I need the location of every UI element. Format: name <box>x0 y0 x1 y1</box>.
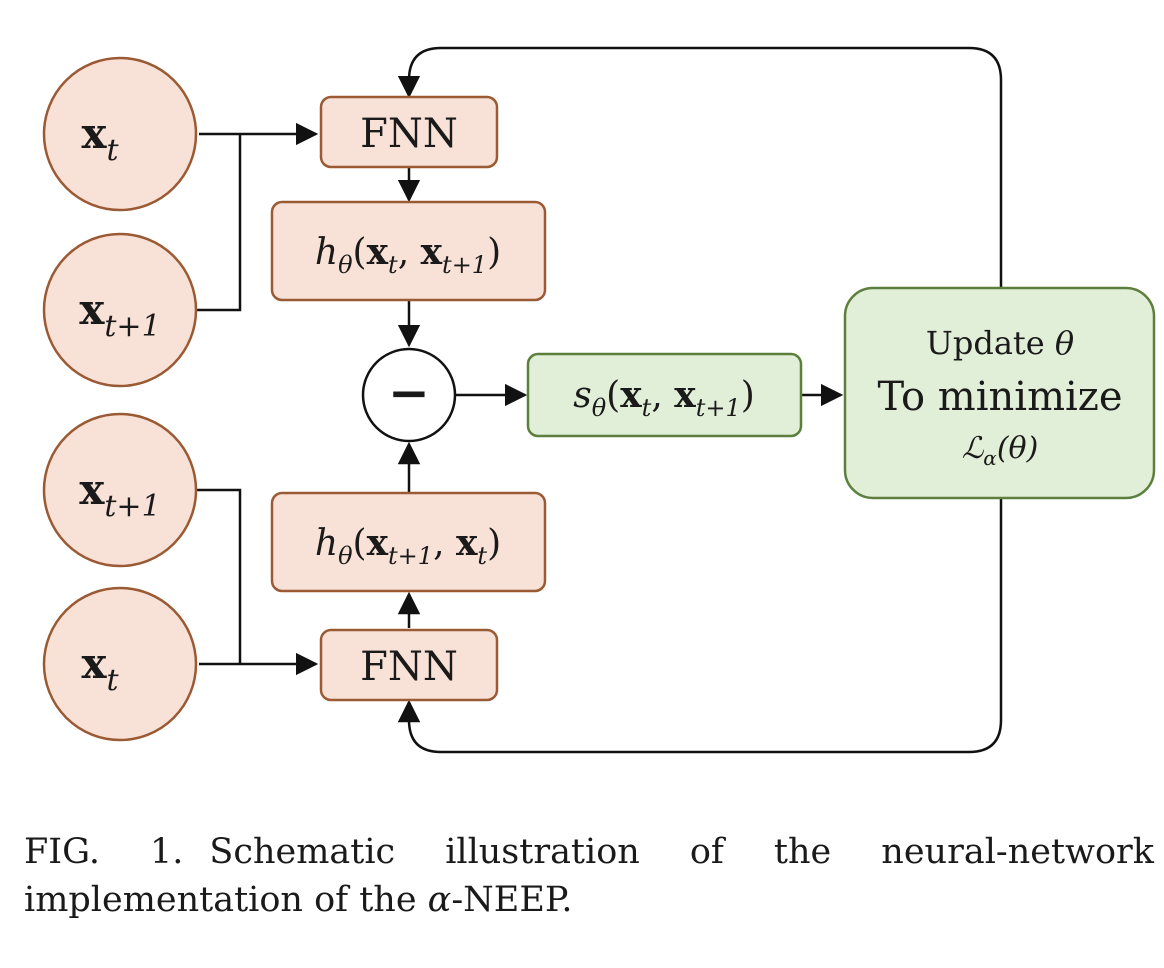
open: ( <box>353 232 367 273</box>
arg-b-sub: t <box>477 542 487 570</box>
arg-a-sub: t+1 <box>388 542 433 570</box>
minimize-line: To minimize <box>877 374 1122 420</box>
fnn-label: FNN <box>360 111 458 157</box>
symbol: x <box>81 639 107 688</box>
input-node-top-xt1: xt+1 <box>42 232 198 388</box>
loss-line: ℒα(θ) <box>962 431 1039 470</box>
edge-bottom-xt1-join <box>197 488 242 664</box>
symbol: x <box>81 109 107 158</box>
edge-feedback-top <box>397 46 1003 287</box>
update-box: Update θ To minimize ℒα(θ) <box>843 286 1156 500</box>
svg-text:xt: xt <box>81 639 119 698</box>
comma: , <box>651 375 674 416</box>
diagram: xt xt+1 xt+1 xt FNN hθ(xt, xt+1) − <box>42 46 1156 754</box>
caption-label: FIG. 1. <box>24 832 184 872</box>
arg-b-sub: t+1 <box>442 251 487 279</box>
input-node-bottom-xt: xt <box>42 586 198 742</box>
fnn-label: FNN <box>360 644 458 690</box>
svg-text:sθ(xt, xt+1): sθ(xt, xt+1) <box>573 374 755 422</box>
fn: h <box>315 523 338 564</box>
svg-text:xt+1: xt+1 <box>79 465 160 524</box>
symbol: x <box>79 285 105 334</box>
loss-subscript: α <box>983 446 997 470</box>
minus-sign: − <box>388 363 430 422</box>
edge-feedback-bottom <box>397 498 1003 754</box>
fnn-box-top: FNN <box>319 95 499 169</box>
minus-node: − <box>361 347 457 443</box>
svg-text:hθ(xt+1, xt): hθ(xt+1, xt) <box>315 522 501 570</box>
arg-a: x <box>367 231 389 273</box>
arg-b-sub: t+1 <box>696 394 741 422</box>
caption-text-end: -NEEP. <box>451 880 573 920</box>
symbol: x <box>79 465 105 514</box>
h-box-bottom: hθ(xt+1, xt) <box>270 491 547 593</box>
loss-symbol: ℒ <box>962 431 985 466</box>
edge-top-xt1-join <box>197 134 242 312</box>
theta: θ <box>1055 324 1074 362</box>
open: ( <box>353 523 367 564</box>
figure-caption: FIG. 1.Schematic illustration of the neu… <box>24 828 1154 924</box>
subscript: t <box>106 663 119 698</box>
h-box-top: hθ(xt, xt+1) <box>270 200 547 302</box>
comma: , <box>398 232 421 273</box>
arg-a-sub: t <box>388 251 398 279</box>
input-node-bottom-xt1: xt+1 <box>42 412 198 568</box>
arg-b: x <box>674 374 696 416</box>
param: θ <box>338 251 353 279</box>
input-node-top-xt: xt <box>42 56 198 212</box>
subscript: t+1 <box>104 489 160 524</box>
svg-text:hθ(xt, xt+1): hθ(xt, xt+1) <box>315 231 501 279</box>
update-text: Update <box>926 324 1055 362</box>
close: ) <box>487 523 501 564</box>
arg-b: x <box>421 231 443 273</box>
subscript: t <box>106 133 119 168</box>
close: ) <box>487 232 501 273</box>
open: ( <box>606 375 620 416</box>
svg-text:xt+1: xt+1 <box>79 285 160 344</box>
svg-text:xt: xt <box>81 109 119 168</box>
close: ) <box>741 375 755 416</box>
fn: h <box>315 232 338 273</box>
s-box: sθ(xt, xt+1) <box>526 352 803 438</box>
arg-a: x <box>367 522 389 564</box>
update-line: Update θ <box>926 324 1074 362</box>
caption-alpha: α <box>427 880 452 920</box>
caption-text: Schematic illustration of the neural-net… <box>24 832 1154 920</box>
subscript: t+1 <box>104 309 160 344</box>
param: θ <box>592 394 607 422</box>
fn: s <box>573 375 591 416</box>
comma: , <box>433 523 456 564</box>
arg-a: x <box>620 374 642 416</box>
fnn-box-bottom: FNN <box>319 628 499 702</box>
arg-b: x <box>456 522 478 564</box>
arg-a-sub: t <box>642 394 652 422</box>
param: θ <box>338 542 353 570</box>
connectors <box>197 46 1003 754</box>
loss-arg: (θ) <box>997 431 1038 466</box>
